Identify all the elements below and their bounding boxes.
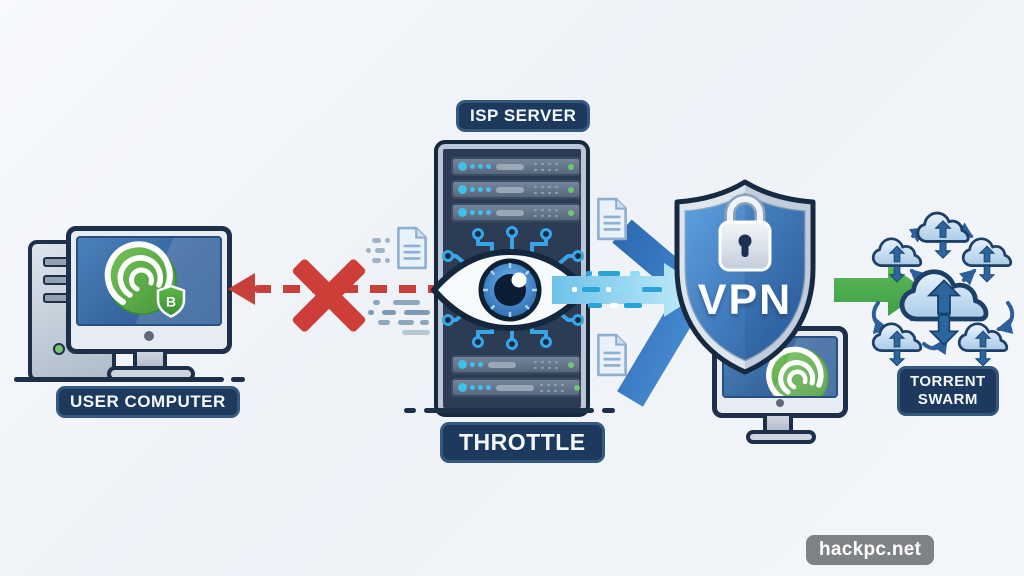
ground-line-dash bbox=[231, 377, 245, 382]
vpn-label: VPN bbox=[697, 276, 793, 324]
data-line bbox=[420, 320, 429, 325]
watermark-badge: hackpc.net bbox=[806, 535, 935, 565]
motion-dash bbox=[385, 258, 390, 263]
document-icon bbox=[597, 197, 627, 241]
motion-dash bbox=[366, 248, 371, 253]
data-line bbox=[393, 300, 420, 305]
vpn-shield-icon bbox=[674, 179, 816, 375]
monitor-camera-dot bbox=[144, 331, 154, 341]
throttle-label: THROTTLE bbox=[440, 422, 605, 463]
server-slot bbox=[451, 180, 581, 199]
torrent-swarm-label-line2: SWARM bbox=[917, 391, 978, 408]
monitor-camera-dot bbox=[776, 399, 784, 407]
bittorrent-icon: B bbox=[104, 241, 186, 318]
torrent-swarm-label: TORRENT SWARM bbox=[897, 366, 999, 416]
ground-line-dash bbox=[602, 408, 615, 413]
isp-server-label: ISP SERVER bbox=[456, 100, 591, 132]
server-slot bbox=[451, 203, 581, 222]
motion-dash bbox=[372, 238, 381, 243]
data-line bbox=[402, 330, 430, 335]
ground-line bbox=[424, 408, 594, 413]
motion-dash bbox=[372, 258, 381, 263]
monitor-screen: B bbox=[76, 236, 222, 326]
power-led-icon bbox=[53, 343, 65, 355]
data-line bbox=[368, 310, 374, 315]
ground-line-dash bbox=[404, 408, 416, 413]
data-line bbox=[373, 300, 380, 305]
server-slot bbox=[451, 355, 581, 374]
server-slot bbox=[451, 378, 581, 397]
motion-dash bbox=[385, 238, 390, 243]
throttled-arrowhead-icon bbox=[228, 273, 255, 305]
data-stream-arrow-icon bbox=[552, 263, 706, 317]
monitor-icon: B bbox=[66, 226, 232, 354]
data-line bbox=[382, 310, 396, 315]
shield-b-icon: B bbox=[156, 284, 186, 318]
ground-line bbox=[14, 377, 224, 382]
document-icon bbox=[397, 226, 427, 270]
data-line bbox=[398, 320, 414, 325]
surveillance-eye-icon bbox=[431, 249, 589, 331]
torrent-swarm-icon bbox=[871, 211, 1015, 366]
torrent-swarm-label-line1: TORRENT bbox=[910, 373, 986, 390]
bittorrent-letter: B bbox=[166, 294, 176, 310]
user-computer-label: USER COMPUTER bbox=[56, 386, 240, 418]
data-line bbox=[378, 320, 390, 325]
data-line bbox=[404, 310, 430, 315]
server-slot bbox=[451, 157, 581, 176]
document-icon bbox=[597, 333, 627, 377]
vpn-monitor-base bbox=[746, 430, 816, 444]
padlock-icon bbox=[718, 193, 772, 272]
blocked-x-icon bbox=[285, 251, 373, 339]
motion-dash bbox=[375, 248, 385, 253]
